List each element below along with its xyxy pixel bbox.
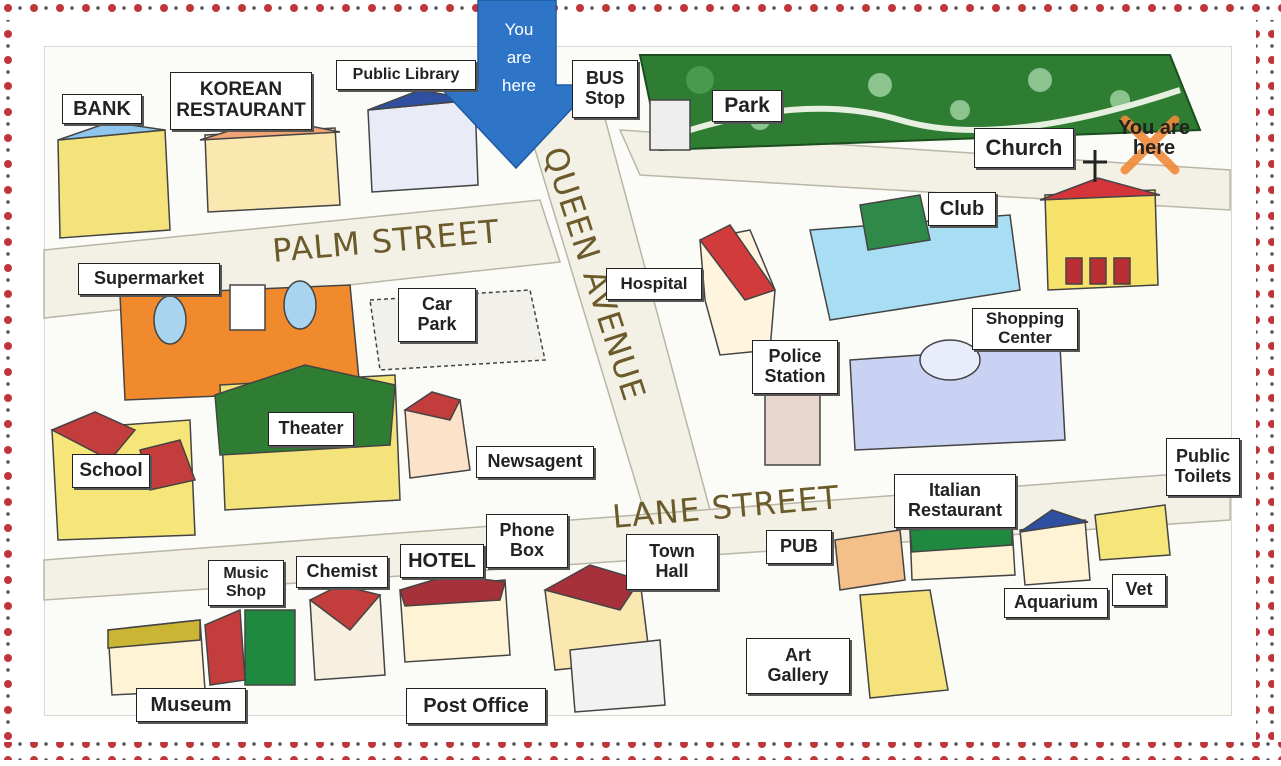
label-hotel: HOTEL	[400, 544, 484, 578]
label-italian-restaurant: Italian Restaurant	[894, 474, 1016, 528]
label-art-gallery: Art Gallery	[746, 638, 850, 694]
label-public-toilets: Public Toilets	[1166, 438, 1240, 496]
you-are-here-arrow-label: You are here	[501, 20, 537, 95]
label-museum: Museum	[136, 688, 246, 722]
label-post-office: Post Office	[406, 688, 546, 724]
x-marker-icon	[1120, 115, 1180, 175]
label-chemist: Chemist	[296, 556, 388, 588]
label-theater: Theater	[268, 412, 354, 446]
label-public-library: Public Library	[336, 60, 476, 90]
label-aquarium: Aquarium	[1004, 588, 1108, 618]
label-town-hall: Town Hall	[626, 534, 718, 590]
label-korean-restaurant: KOREAN RESTAURANT	[170, 72, 312, 130]
label-music-shop: Music Shop	[208, 560, 284, 606]
label-vet: Vet	[1112, 574, 1166, 606]
label-school: School	[72, 454, 150, 488]
you-are-here-x-label: You are here	[1118, 117, 1190, 159]
label-car-park: Car Park	[398, 288, 476, 342]
label-bus-stop: BUS Stop	[572, 60, 638, 118]
label-shopping-center: Shopping Center	[972, 308, 1078, 350]
label-pub: PUB	[766, 530, 832, 564]
label-bank: BANK	[62, 94, 142, 124]
park-area	[638, 54, 1202, 152]
label-supermarket: Supermarket	[78, 263, 220, 295]
label-hospital: Hospital	[606, 268, 702, 300]
label-club: Club	[928, 192, 996, 226]
label-newsagent: Newsagent	[476, 446, 594, 478]
label-police-station: Police Station	[752, 340, 838, 394]
label-park: Park	[712, 90, 782, 122]
label-church: Church	[974, 128, 1074, 168]
label-phone-box: Phone Box	[486, 514, 568, 568]
